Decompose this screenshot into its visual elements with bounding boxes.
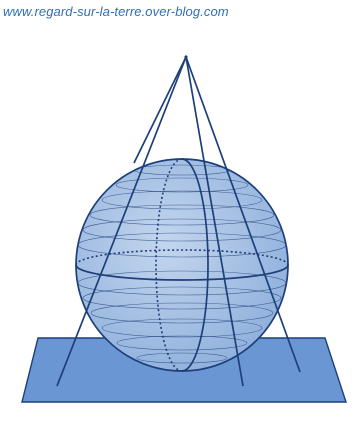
apex-point	[184, 55, 187, 58]
projection-ray	[134, 57, 186, 163]
